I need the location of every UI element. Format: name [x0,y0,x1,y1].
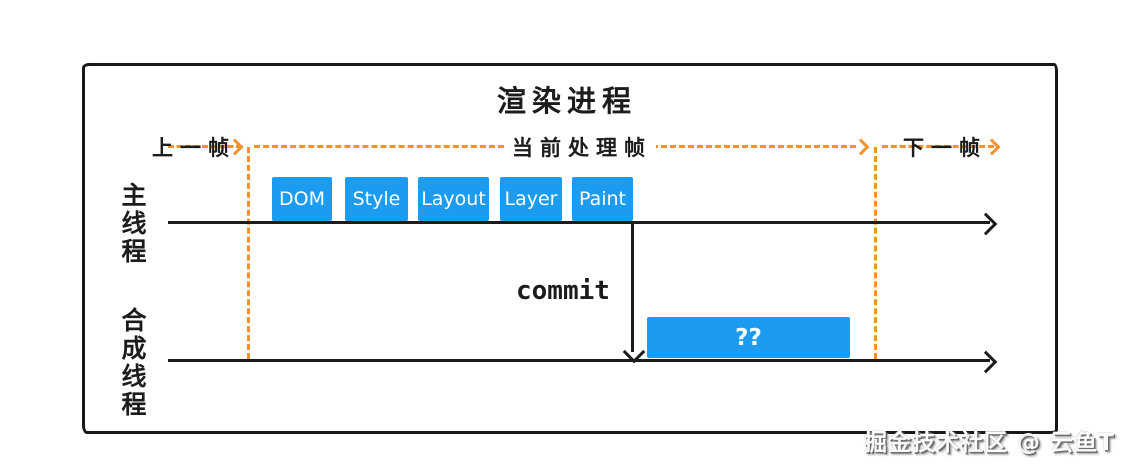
prev-frame-label: 上一帧 [152,136,236,160]
compositor-thread-label: 合成线程 [118,307,147,419]
watermark: 掘金技术社区 @ 云鱼T [864,430,1115,456]
current-frame-dashed-line-right [634,145,856,148]
stage-box-dom: DOM [272,177,332,221]
current-frame-label: 当前处理帧 [508,132,656,162]
stage-box-layer: Layer [500,177,562,221]
prev-frame-dashed-line [168,145,242,148]
frame-boundary-left-dashed-line [247,147,250,359]
commit-arrow-line [631,224,634,352]
main-thread-label: 主线程 [118,182,147,266]
diagram-title: 渲染进程 [496,84,637,118]
compositor-thread-timeline [168,359,990,362]
diagram-border [82,63,1058,434]
next-frame-label: 下一帧 [903,136,987,160]
commit-label: commit [516,276,610,306]
stage-box-style: Style [345,177,408,221]
frame-boundary-right-dashed-line [874,147,877,359]
current-frame-dashed-line-left [254,145,504,148]
stage-box-layout: Layout [418,177,489,221]
main-thread-timeline [168,221,990,224]
next-frame-dashed-line [882,145,994,148]
stage-box-paint: Paint [572,177,633,221]
compositor-block: ?? [647,317,850,358]
